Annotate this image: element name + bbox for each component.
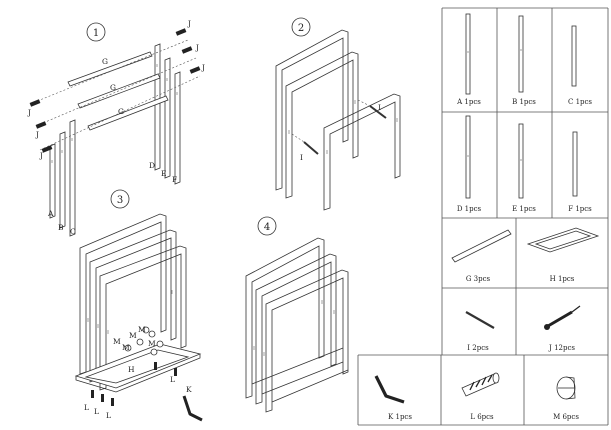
part-k-caption: K 1pcs — [388, 413, 412, 421]
part-j: J 12pcs — [544, 305, 581, 352]
step-1-crossbars-g — [67, 51, 169, 131]
step-3-label-m3: M — [129, 331, 137, 340]
step-3-label-m5: M — [148, 339, 156, 348]
step-4-number: 4 — [264, 222, 270, 233]
part-b: B 1pcs — [512, 15, 536, 106]
step-1-label-g1: G — [102, 57, 108, 66]
step-3-label-l4: L — [170, 375, 175, 384]
part-f: F 1pcs — [568, 131, 592, 213]
step-3-label-m2: M — [122, 343, 130, 352]
step-1-number: 1 — [93, 28, 99, 39]
step-1-label-d: D — [149, 161, 155, 170]
step-1-label-j1: J — [27, 108, 31, 117]
step-2-label-i2: I — [378, 103, 381, 112]
step-1-guide-lines — [29, 39, 201, 151]
step-4-diagram: 4 — [245, 216, 349, 413]
part-a: A 1pcs — [456, 13, 481, 106]
step-3-diagram: 3 M M M M M H L L L — [74, 189, 203, 422]
part-m-caption: M 6pcs — [553, 413, 579, 421]
step-4-circle — [257, 216, 277, 236]
step-2-number: 2 — [298, 23, 304, 34]
step-3-number: 3 — [117, 195, 123, 206]
step-2-diagram: 2 I I — [275, 17, 401, 211]
step-1-label-j5: J — [195, 43, 199, 52]
step-1-label-f: F — [172, 175, 177, 184]
dowel-icon — [465, 311, 495, 329]
step-1-left-uprights — [49, 119, 76, 237]
step-2-circle — [291, 17, 311, 37]
part-e: E 1pcs — [512, 123, 536, 213]
step-1-label-a: A — [47, 209, 54, 218]
part-g: G 3pcs — [451, 229, 512, 283]
step-3-label-l3: L — [106, 411, 111, 420]
part-k: K 1pcs — [374, 375, 412, 421]
step-3-label-l1: L — [84, 403, 89, 412]
step-1-label-g2: G — [110, 83, 116, 92]
part-d: D 1pcs — [457, 115, 482, 213]
step-1-circle — [86, 22, 106, 42]
step-2-label-i1: I — [300, 153, 303, 162]
part-i-caption: I 2pcs — [467, 344, 489, 352]
part-a-caption: A 1pcs — [456, 98, 481, 106]
part-c: C 1pcs — [568, 25, 592, 106]
part-l-caption: L 6pcs — [470, 413, 494, 421]
step-1-bolts-j — [29, 28, 201, 153]
step-3-bolts-l — [91, 362, 177, 406]
part-e-caption: E 1pcs — [512, 205, 536, 213]
step-3-label-k: K — [186, 385, 192, 394]
step-3-label-h: H — [128, 365, 135, 374]
bolt-icon — [461, 373, 499, 397]
part-g-caption: G 3pcs — [466, 275, 491, 283]
part-l: L 6pcs — [461, 372, 500, 421]
step-3-label-m4: M — [138, 325, 146, 334]
part-j-caption: J 12pcs — [548, 344, 575, 352]
part-m: M 6pcs — [553, 376, 579, 421]
part-h-caption: H 1pcs — [550, 275, 575, 283]
step-1-right-uprights — [154, 43, 181, 185]
part-b-caption: B 1pcs — [512, 98, 536, 106]
step-1-diagram: 1 — [27, 19, 205, 237]
step-1-label-j2: J — [35, 130, 39, 139]
step-1-label-e: E — [161, 169, 166, 178]
part-i: I 2pcs — [465, 311, 495, 352]
part-h: H 1pcs — [526, 227, 600, 283]
step-1-label-g3: G — [118, 107, 124, 116]
step-3-circle — [110, 189, 130, 209]
step-3-label-l2: L — [94, 407, 99, 416]
part-c-caption: C 1pcs — [568, 98, 592, 106]
step-1-label-b: B — [58, 223, 64, 232]
step-1-label-c: C — [70, 227, 76, 236]
step-3-label-m1: M — [113, 337, 121, 346]
hex-key-icon — [374, 375, 405, 404]
step-1-label-j6: J — [201, 63, 205, 72]
parts-grid — [357, 7, 609, 426]
step-1-label-j4: J — [187, 19, 191, 28]
part-f-caption: F 1pcs — [568, 205, 592, 213]
part-d-caption: D 1pcs — [457, 205, 482, 213]
step-1-label-j3: J — [39, 151, 43, 160]
